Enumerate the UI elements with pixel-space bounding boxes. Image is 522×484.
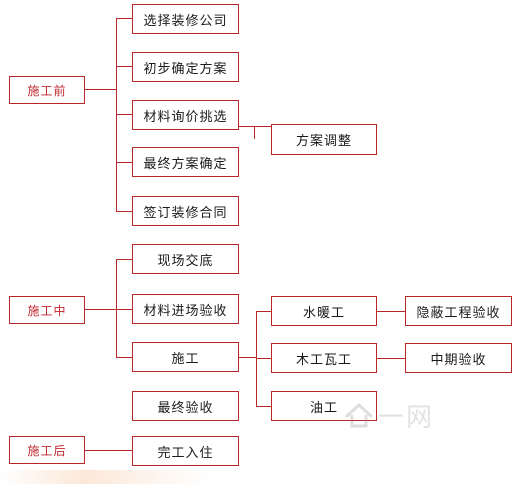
connector <box>84 89 117 90</box>
connector <box>116 259 117 357</box>
decorative-smudge <box>0 470 210 484</box>
connector <box>256 358 272 359</box>
step-sign-contract: 签订装修合同 <box>132 196 239 226</box>
step-choose-company: 选择装修公司 <box>132 4 239 34</box>
watermark-logo: 一网 <box>344 398 476 433</box>
step-final-acceptance: 最终验收 <box>132 391 239 421</box>
inspection-hidden-works: 隐蔽工程验收 <box>405 296 512 326</box>
connector <box>116 114 133 115</box>
phase-during-label: 施工中 <box>9 296 85 324</box>
connector <box>116 66 133 67</box>
connector <box>84 309 117 310</box>
connector <box>376 311 406 312</box>
connector <box>116 309 133 310</box>
step-material-acceptance: 材料进场验收 <box>132 294 239 324</box>
connector <box>84 450 133 451</box>
step-material-selection: 材料询价挑选 <box>132 100 239 130</box>
step-plan-adjustment: 方案调整 <box>271 124 377 155</box>
connector <box>254 126 255 139</box>
house-logo-icon <box>345 402 373 428</box>
step-preliminary-plan: 初步确定方案 <box>132 52 239 82</box>
connector <box>116 357 133 358</box>
connector <box>116 162 133 163</box>
phase-before-label: 施工前 <box>9 76 85 104</box>
step-construction: 施工 <box>132 342 239 372</box>
phase-after-label: 施工后 <box>9 436 85 464</box>
trade-plumbing-heating: 水暖工 <box>271 296 377 326</box>
step-site-handover: 现场交底 <box>132 244 239 274</box>
inspection-mid-term: 中期验收 <box>405 343 512 373</box>
connector <box>256 311 272 312</box>
connector <box>116 211 133 212</box>
trade-painting: 油工 <box>271 391 377 421</box>
connector <box>238 357 256 358</box>
trade-carpentry-tiling: 木工瓦工 <box>271 343 377 373</box>
watermark-text: 一网 <box>378 402 435 433</box>
connector <box>116 259 133 260</box>
connector <box>238 126 274 127</box>
connector <box>256 406 272 407</box>
step-move-in: 完工入住 <box>132 436 239 466</box>
step-final-plan: 最终方案确定 <box>132 147 239 177</box>
connector <box>116 18 133 19</box>
connector <box>376 358 406 359</box>
